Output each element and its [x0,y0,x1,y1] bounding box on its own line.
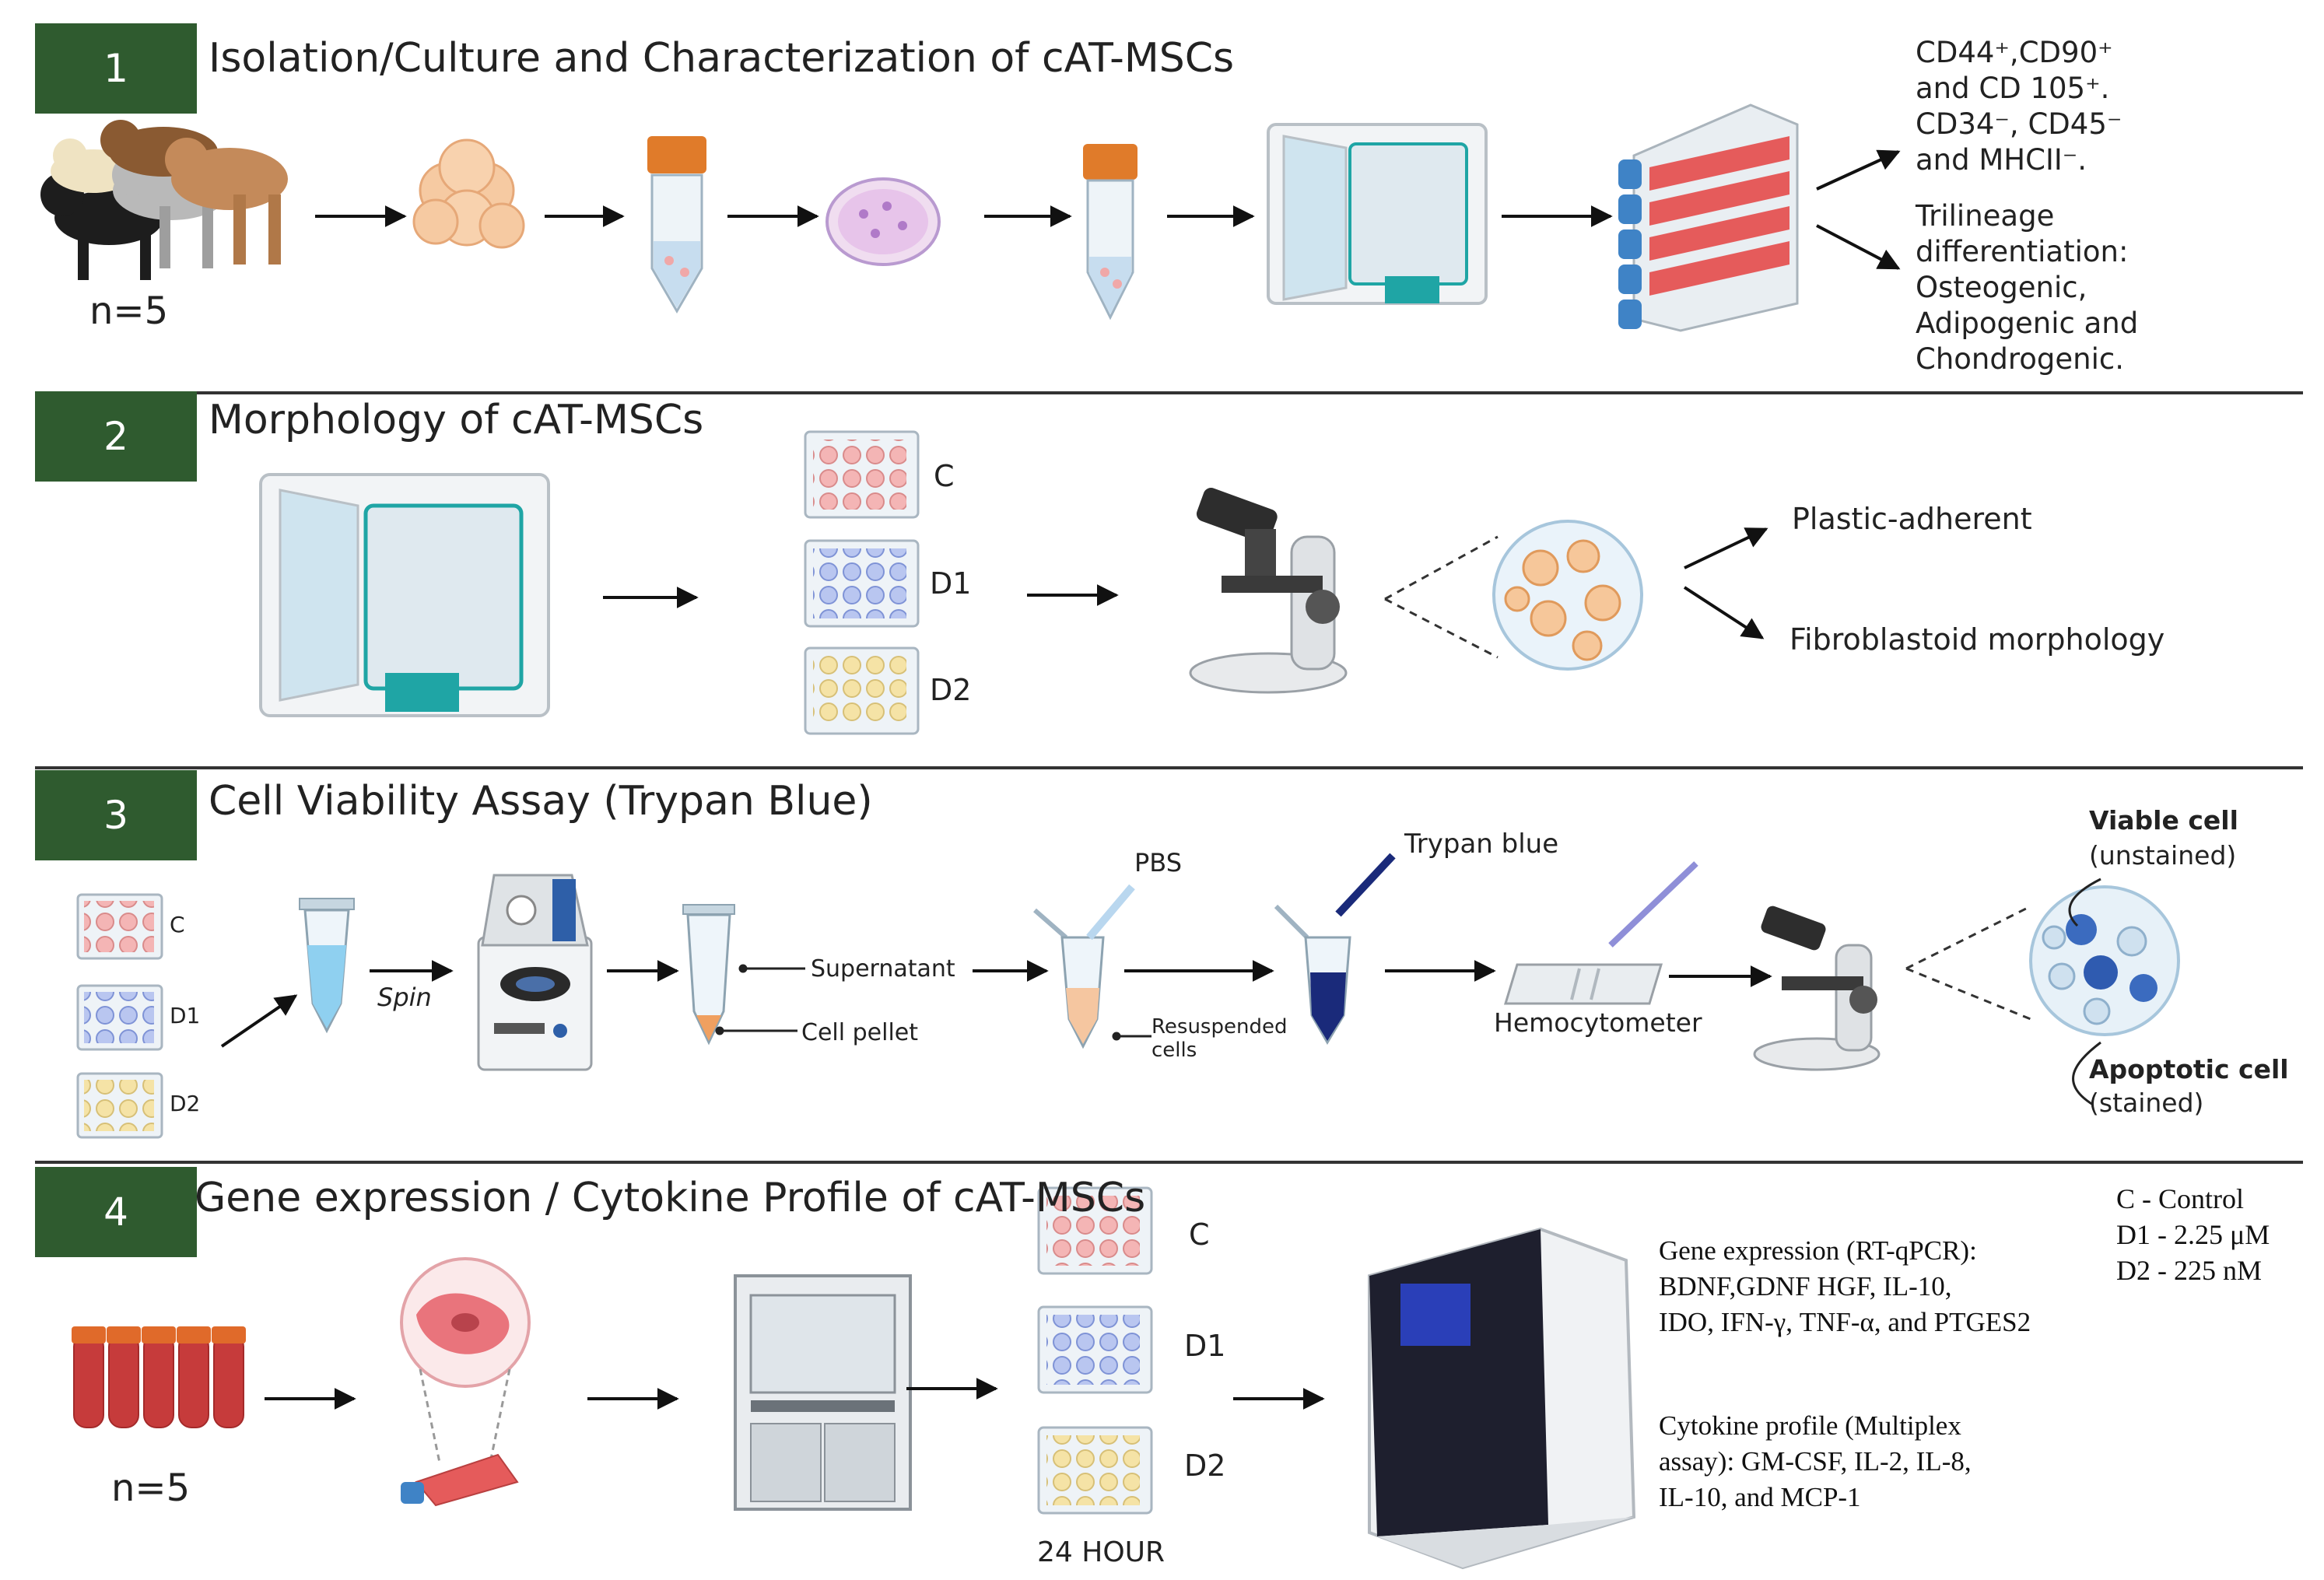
blood-tubes-icon [72,1326,246,1428]
microscope-icon [1753,906,1881,1071]
sample-size-label: n=5 [89,289,169,333]
cytokine-profile-text: Cytokine profile (Multiplex assay): GM-C… [1659,1410,1972,1512]
stained-label: (stained) [2089,1088,2204,1118]
outcome-plastic-adherent: Plastic-adherent [1792,502,2032,536]
plate-label: D1 [170,1003,201,1028]
cell-pellet-label: Cell pellet [801,1019,918,1046]
supernatant-label: Supernatant [811,955,955,983]
section-3-title: Cell Viability Assay (Trypan Blue) [209,778,873,825]
plate-label: C [1189,1217,1210,1252]
arrow-icon [315,149,1901,270]
fibroblast-icon [400,1257,531,1507]
hemocytometer-label: Hemocytometer [1494,1007,1702,1038]
plate-label: D2 [1184,1449,1226,1483]
microtube-icon [682,904,735,1046]
viable-cell-label: Viable cell [2089,805,2238,836]
plate-label: C [170,912,185,937]
well-plate-icon [76,984,163,1051]
leader-lines [2068,878,2101,1106]
treatment-legend: C - Control D1 - 2.25 μM D2 - 225 nM [2116,1183,2270,1286]
centrifuge-icon [477,874,593,1071]
zoom-lines [1905,905,2031,1021]
incubator-icon [1267,123,1488,305]
trypan-blue-label: Trypan blue [1404,829,1559,860]
hemocytometer-icon [1503,963,1663,1005]
magnified-cells-icon [1492,520,1643,671]
microtube-icon [1274,904,1351,1045]
magnified-cells-icon [2029,885,2180,1036]
divider [35,766,2303,769]
pbs-label: PBS [1134,848,1182,878]
spin-label: Spin [377,983,432,1012]
pipette-icon [1335,853,1396,917]
well-plate-icon [1037,1305,1153,1394]
plate-label: D1 [1184,1329,1226,1363]
pipette-icon [1608,861,1698,948]
section-4-badge: 4 [35,1167,197,1257]
pcr-machine-icon [1368,1227,1636,1570]
arrow-icon [220,960,1772,1048]
well-plate-icon [76,893,163,960]
outcome-fibroblastoid: Fibroblastoid morphology [1789,622,2165,657]
section-1-badge: 1 [35,23,197,114]
arrow-icon [265,1378,1325,1410]
resuspended-cells-label: Resuspended cells [1151,1015,1288,1062]
divider [35,1161,2303,1164]
section-number: 2 [103,414,128,459]
plate-label: D2 [930,673,972,707]
sample-size-label: n=5 [111,1466,191,1510]
microtube-icon [1033,908,1105,1049]
well-plate-icon [804,539,920,628]
zoom-lines [1384,535,1499,659]
leader-lines [1112,1032,1151,1041]
conical-tube-icon [647,136,706,314]
dogs-icon [40,120,288,280]
section-2-title: Morphology of cAT-MSCs [209,397,704,443]
plate-label: D2 [170,1091,201,1116]
time-label: 24 HOUR [1037,1536,1166,1568]
microtube-icon [299,898,355,1034]
cell-cluster-icon [412,138,525,249]
petri-dish-icon [825,177,941,266]
unstained-label: (unstained) [2089,840,2237,871]
leader-lines [715,964,805,1035]
gene-expression-text: Gene expression (RT-qPCR): BDNF,GDNF HGF… [1659,1235,2031,1337]
trilineage-text: Trilineage differentiation: Osteogenic, … [1916,199,2139,376]
plate-label: D1 [930,566,972,601]
well-plate-icon [1037,1186,1153,1275]
biosafety-cabinet-icon [734,1274,912,1511]
well-plate-icon [76,1072,163,1139]
pipette-icon [1086,884,1135,941]
apoptotic-cell-label: Apoptotic cell [2089,1054,2289,1084]
surface-markers-text: CD44⁺,CD90⁺ and CD 105⁺. CD34⁻, CD45⁻ an… [1916,36,2122,177]
section-number: 1 [103,46,128,91]
culture-flask-stack-icon [1618,103,1799,332]
section-1-title: Isolation/Culture and Characterization o… [209,35,1235,82]
section-3-badge: 3 [35,770,197,860]
incubator-icon [259,473,550,717]
section-number: 4 [103,1189,128,1235]
section-4-title: Gene expression / Cytokine Profile of cA… [195,1175,1146,1221]
arrow-icon [603,527,1768,639]
well-plate-icon [1037,1426,1153,1515]
plate-label: C [934,459,955,493]
divider [35,391,2303,394]
conical-tube-icon [1083,144,1137,321]
section-2-badge: 2 [35,391,197,482]
microscope-icon [1189,488,1348,694]
well-plate-icon [804,430,920,519]
section-number: 3 [103,793,128,838]
well-plate-icon [804,646,920,735]
